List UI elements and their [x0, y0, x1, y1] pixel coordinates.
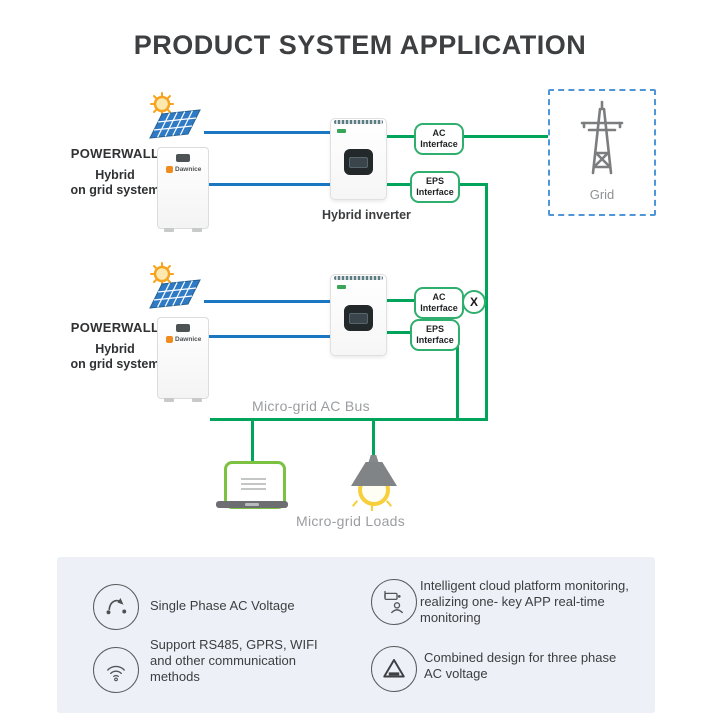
- eps-link-line: [385, 331, 411, 334]
- powerwall-battery-1: Dawnice: [157, 147, 209, 229]
- sun-solar-panel-icon: [146, 92, 208, 142]
- pv-dc-line-2: [204, 300, 330, 303]
- bus-label: Micro-grid AC Bus: [252, 398, 370, 414]
- grid-label: Grid: [550, 187, 654, 202]
- three-phase-delta-icon: [371, 646, 417, 692]
- battery-brand-logo: Dawnice: [166, 336, 201, 343]
- lamp-shade-icon: [351, 462, 397, 486]
- feature-text-3: Intelligent cloud platform monitoring, r…: [420, 578, 629, 626]
- brand-mark-icon: [166, 336, 173, 343]
- wifi-icon: [93, 647, 139, 693]
- page-title: PRODUCT SYSTEM APPLICATION: [0, 30, 720, 61]
- inverter-display: [349, 157, 368, 168]
- laptop-drop-line: [251, 421, 254, 465]
- eps-interface-1: EPS Interface: [410, 171, 460, 203]
- lamp-drop-line: [372, 421, 375, 456]
- feature-text-1: Single Phase AC Voltage: [150, 598, 295, 614]
- battery-foot: [192, 228, 202, 232]
- ac-interface-1: AC Interface: [414, 123, 464, 155]
- cloud-monitoring-icon: [371, 579, 417, 625]
- inverter-logo: [337, 129, 346, 133]
- loads-label: Micro-grid Loads: [296, 513, 405, 529]
- single-phase-icon: [93, 584, 139, 630]
- pv-dc-line-1: [204, 131, 330, 134]
- eps-link-line: [385, 183, 411, 186]
- ac-interface-2: AC Interface: [414, 287, 464, 319]
- ac-to-grid-line: [458, 135, 548, 138]
- battery-foot: [164, 228, 174, 232]
- laptop-base: [216, 501, 288, 508]
- ac-link-line: [385, 135, 415, 138]
- inverter-logo: [337, 285, 346, 289]
- transmission-tower-icon: [572, 99, 632, 179]
- inverter-label: Hybrid inverter: [322, 208, 411, 222]
- ac-link-line: [385, 299, 415, 302]
- inverter-display: [349, 313, 368, 324]
- inverter-vent-icon: [334, 276, 383, 280]
- battery-brand-logo: Dawnice: [166, 166, 201, 173]
- battery-foot: [164, 398, 174, 402]
- sun-solar-panel-icon: [146, 262, 208, 312]
- eps-interface-2: EPS Interface: [410, 319, 460, 351]
- junction-x-node: X: [462, 290, 486, 314]
- inverter-screen: [344, 149, 373, 175]
- hybrid-inverter-2: [330, 274, 387, 356]
- inverter-vent-icon: [334, 120, 383, 124]
- battery-dc-line-2: [207, 335, 330, 338]
- powerwall-battery-2: Dawnice: [157, 317, 209, 399]
- battery-vent-icon: [176, 154, 190, 162]
- hybrid-inverter-1: [330, 118, 387, 200]
- utility-grid-box: Grid: [548, 89, 656, 216]
- feature-text-4: Combined design for three phase AC volta…: [424, 650, 616, 682]
- inverter-screen: [344, 305, 373, 331]
- brand-mark-icon: [166, 166, 173, 173]
- battery-vent-icon: [176, 324, 190, 332]
- battery-foot: [192, 398, 202, 402]
- feature-text-2: Support RS485, GPRS, WIFI and other comm…: [150, 637, 318, 685]
- battery-dc-line-1: [207, 183, 330, 186]
